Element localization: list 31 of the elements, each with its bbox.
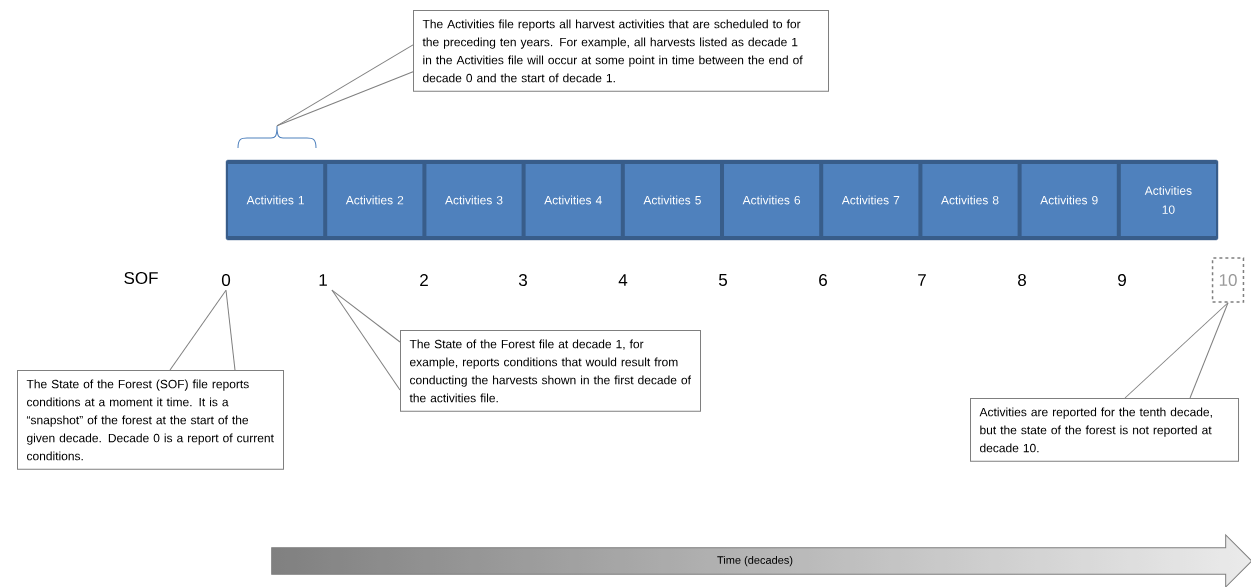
decade-number: 6 bbox=[819, 274, 827, 287]
callout-box: The State of the Forest file at decade 1, for example, reports conditions that would result from conducting the harvests shown in the first decade of the activities file. bbox=[400, 330, 701, 412]
decade-number: 5 bbox=[718, 274, 727, 286]
brace bbox=[237, 125, 317, 149]
decade-number: 10 bbox=[1211, 257, 1245, 303]
decade-number: 2 bbox=[420, 274, 428, 286]
activity-box: Activities 3 bbox=[426, 164, 522, 236]
callout-tail bbox=[276, 44, 414, 127]
callout-box: Activities are reported for the tenth decade, but the state of the forest is not reported at decade 10. bbox=[970, 398, 1239, 462]
decade-number: 9 bbox=[1118, 274, 1126, 287]
decade-number: 3 bbox=[518, 274, 527, 287]
row-label: SOF bbox=[124, 272, 158, 285]
activity-box: Activities 6 bbox=[724, 164, 820, 236]
activity-box: Activities 10 bbox=[1120, 164, 1216, 236]
callout-box: The State of the Forest (SOF) file reports conditions at a moment it time. It is a “snapshot” of the forest at the start of the given decade. Decade 0 is a report of current conditions. bbox=[17, 370, 284, 470]
decade-number: 1 bbox=[319, 274, 327, 286]
decade-number: 7 bbox=[918, 274, 926, 286]
decade-number: 4 bbox=[618, 274, 628, 286]
callout-tail bbox=[169, 289, 236, 371]
activity-box: Activities 7 bbox=[823, 164, 919, 236]
activity-box: Activities 4 bbox=[525, 164, 621, 236]
activity-box: Activities 1 bbox=[228, 164, 324, 236]
decade-number: 0 bbox=[221, 274, 231, 287]
decade-number: 8 bbox=[1018, 274, 1026, 287]
activity-box: Activities 9 bbox=[1021, 164, 1117, 236]
activity-box: Activities 8 bbox=[922, 164, 1018, 236]
activity-box: Activities 2 bbox=[327, 164, 423, 236]
callout-tail bbox=[1124, 302, 1229, 399]
callout-tail bbox=[331, 289, 401, 391]
activity-box: Activities 5 bbox=[624, 164, 720, 236]
callout-box: The Activities file reports all harvest activities that are scheduled to for the preceding ten years. For example, all harvests listed as decade 1 in the Activities file will occur at some point in time between the end of decade 0 and the start of decade 1. bbox=[413, 10, 829, 92]
